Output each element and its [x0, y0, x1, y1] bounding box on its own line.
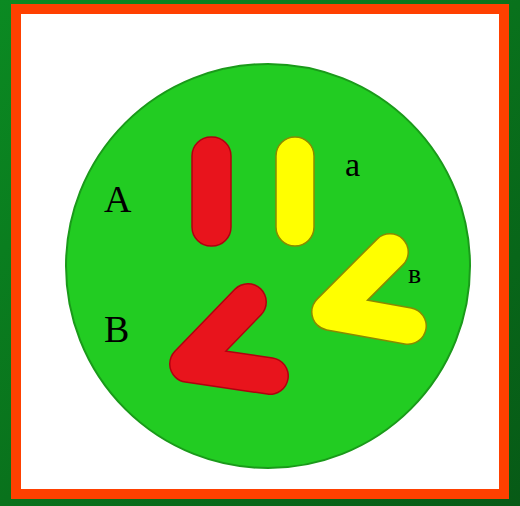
- chromosome-yellow-bent: [330, 252, 408, 326]
- chromosome-red-rod: [192, 137, 231, 246]
- allele-label: B: [104, 310, 129, 348]
- allele-label: a: [345, 148, 360, 182]
- allele-label: A: [104, 180, 131, 218]
- allele-label: в: [408, 260, 421, 288]
- cell-nucleus: [66, 64, 470, 468]
- chromosome-yellow-rod: [276, 137, 314, 246]
- chromosome-red-bent: [188, 302, 270, 376]
